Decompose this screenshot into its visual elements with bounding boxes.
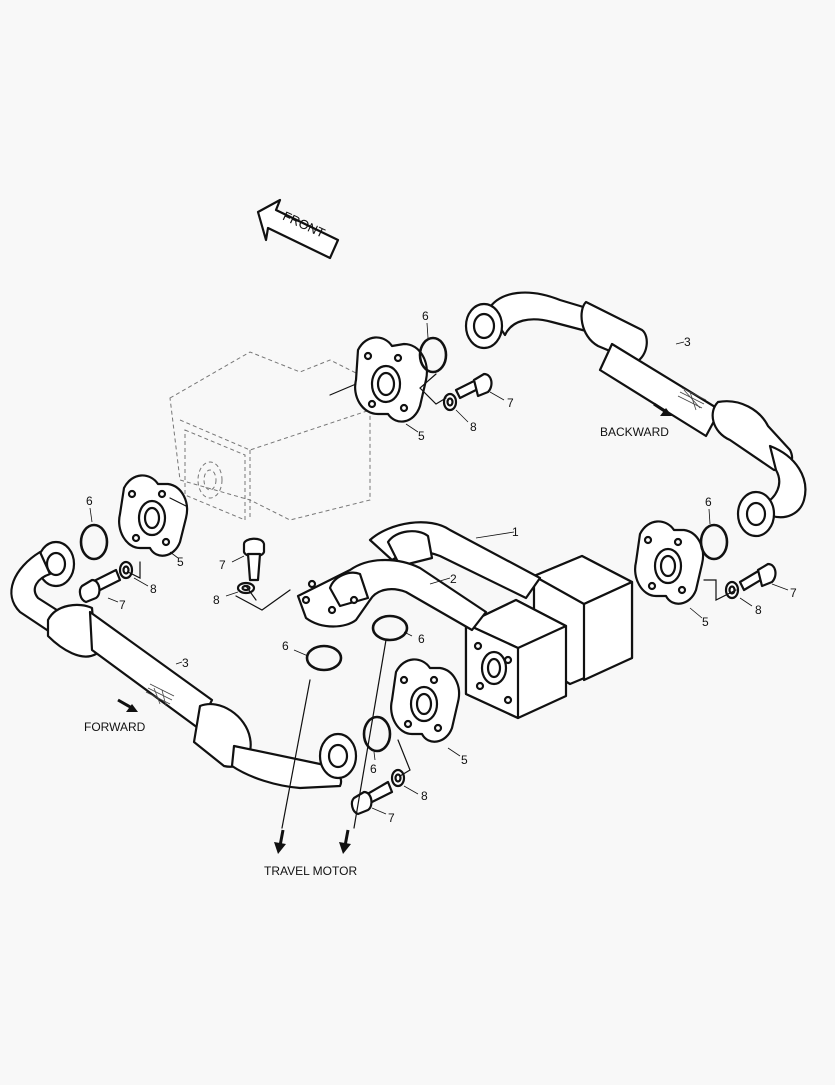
arrow-travel-motor-left [274,829,286,854]
callout-bolt-right: 7 [790,586,797,600]
callout-oring-top: 6 [422,309,429,323]
arrow-backward [653,402,672,416]
callout-pipe-upper: 1 [512,525,519,539]
pipe-1 [368,521,542,600]
oring-left [79,523,109,561]
callout-washer-top: 8 [470,420,477,434]
callout-washer-bottom: 8 [421,789,428,803]
callout-oring-left: 6 [86,494,93,508]
callouts: 1 2 3 3 5 5 5 5 6 6 6 6 6 6 7 7 7 7 7 8 … [86,309,797,825]
callout-flange-right: 5 [702,615,709,629]
callout-flange-left: 5 [177,555,184,569]
leader-lines [89,322,789,815]
motor-block-rear [532,554,634,686]
front-arrow: FRONT [256,198,340,260]
washer-center [236,581,256,595]
flange-top [354,336,428,423]
callout-flange-top: 5 [418,429,425,443]
washer-left [118,560,134,580]
oring-bottom [362,715,392,753]
oring-right [699,523,729,561]
travel-motor-label: TRAVEL MOTOR [264,864,357,878]
arrow-forward [117,698,138,712]
backward-label: BACKWARD [600,425,669,439]
motor-block-front [464,598,568,720]
bolt-top [454,372,493,400]
bolt-left [78,568,122,604]
callout-bolt-center: 7 [219,558,226,572]
bolt-bottom [350,780,394,816]
callout-bolt-left: 7 [119,598,126,612]
callout-oring-mid-right: 6 [418,632,425,646]
washer-bottom [390,768,406,788]
callout-washer-right: 8 [755,603,762,617]
assembly-lines [127,373,737,829]
callout-hose-back: 3 [684,335,691,349]
hose-back-texture [677,387,707,411]
callout-pipe-lower: 2 [450,572,457,586]
flange-right [634,520,705,605]
callout-oring-bottom: 6 [370,762,377,776]
oring-mid-right [371,614,409,642]
flange-left [118,474,189,557]
callout-washer-left: 8 [150,582,157,596]
hose-back [464,291,807,538]
control-valve-ghost [169,351,371,521]
arrow-travel-motor-right [339,829,351,854]
callout-flange-bottom: 5 [461,753,468,767]
washer-right [724,580,740,600]
callout-bolt-bottom: 7 [388,811,395,825]
callout-oring-right: 6 [705,495,712,509]
callout-hose-front: 3 [182,656,189,670]
hose-front-texture [145,683,175,707]
callout-bolt-top: 7 [507,396,514,410]
hose-front [10,540,358,790]
oring-top [418,336,448,374]
callout-oring-mid-left: 6 [282,639,289,653]
bolt-right [738,562,777,592]
forward-label: FORWARD [84,720,146,734]
washer-top [442,392,458,412]
oring-mid-left [305,644,343,672]
bolt-center [242,537,266,582]
flange-bottom [390,658,461,743]
callout-washer-center: 8 [213,593,220,607]
pipe-2 [296,559,488,632]
